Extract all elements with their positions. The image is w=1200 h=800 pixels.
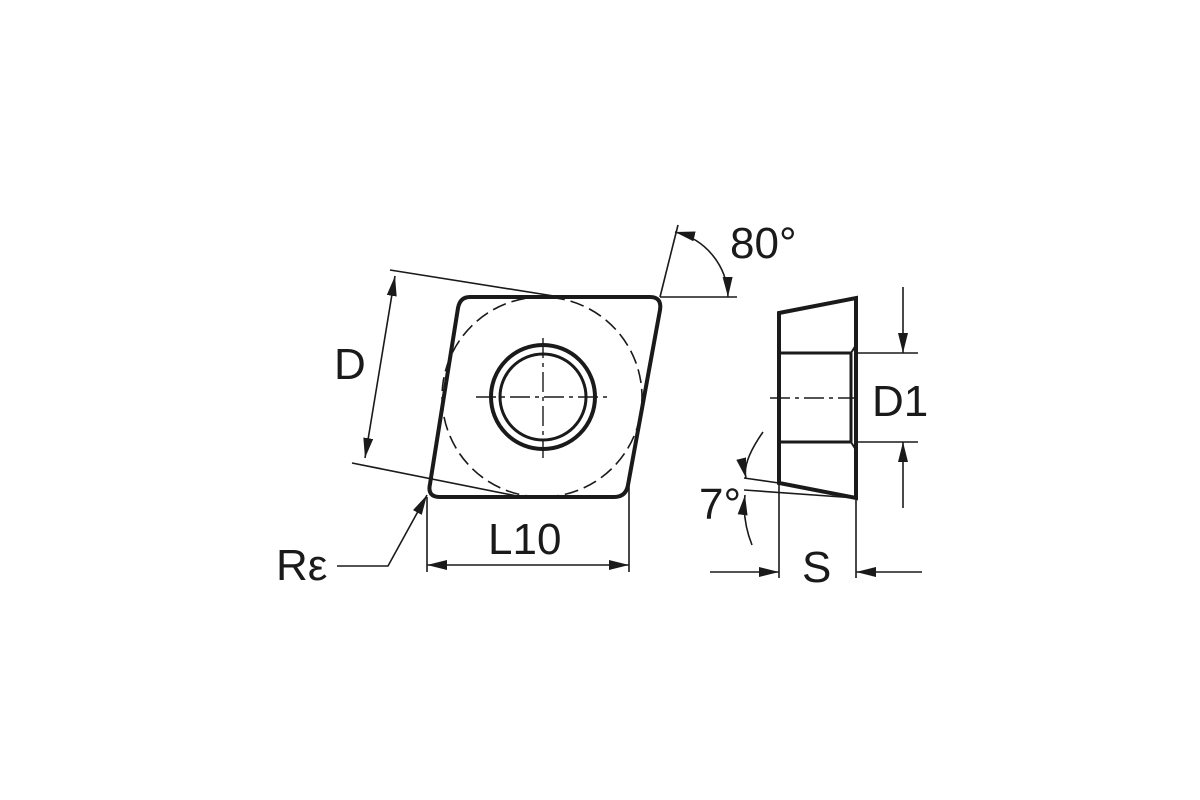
label-hole-diameter-d1: D1	[872, 377, 929, 426]
label-corner-radius: Rε	[276, 541, 328, 590]
label-thickness-s: S	[802, 543, 832, 592]
dimension-s	[710, 498, 922, 578]
leader-corner-radius	[337, 494, 428, 567]
label-length-l10: L10	[488, 515, 562, 564]
dimension-d1	[858, 287, 918, 508]
insert-top-view	[427, 295, 663, 499]
angle-80	[659, 224, 737, 298]
dimension-d	[351, 269, 561, 498]
inscribed-circle	[441, 296, 643, 498]
angle-7	[736, 431, 857, 578]
center-lines	[476, 338, 611, 458]
dimension-l10	[426, 485, 630, 572]
label-clearance-angle: 7°	[699, 480, 742, 529]
label-angle-80: 80°	[730, 219, 797, 268]
insert-outline	[427, 295, 663, 499]
label-diameter-d: D	[334, 340, 366, 389]
insert-side-view	[770, 295, 862, 501]
